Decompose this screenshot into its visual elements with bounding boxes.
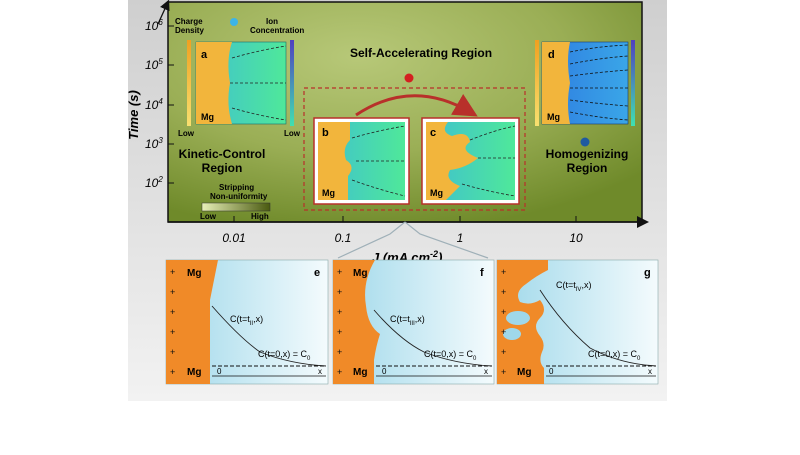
y-axis-title: Time (s) (126, 90, 141, 140)
homogenizing-marker (580, 137, 590, 147)
svg-text:+: + (170, 347, 175, 357)
svg-text:+: + (170, 267, 175, 277)
y-axis-arrow (157, 0, 170, 25)
panel-e: + + + + + + Mg Mg 0 x C(t=tII,x) C(t=0,x) = C… (165, 259, 329, 385)
svg-text:+: + (337, 327, 342, 337)
low-label: Low (178, 129, 195, 138)
mg-label: Mg (547, 112, 560, 122)
charge-density-scale (535, 40, 539, 126)
origin-label: 0 (382, 367, 387, 376)
svg-text:+: + (170, 287, 175, 297)
svg-text:+: + (501, 367, 506, 377)
panel-label: g (644, 267, 651, 279)
panel-d: d Mg (535, 40, 635, 126)
self-accelerating-frame (303, 87, 526, 211)
kinetic-control-label: Region (202, 161, 243, 175)
homogenizing-label: Homogenizing (546, 147, 629, 161)
charge-density-scale (187, 40, 191, 126)
panel-label: e (314, 267, 320, 279)
y-tick-label: 104 (145, 97, 163, 112)
ion-concentration-scale (631, 40, 635, 126)
curve-label: C(t=tIV,x) (556, 280, 591, 293)
y-tick-label: 105 (145, 57, 163, 72)
x-tick-label: 10 (569, 231, 583, 245)
panel-f: + + + + + + Mg Mg 0 x C(t=tIII,x) C(t=0,x) = … (332, 259, 495, 385)
panel-label: d (548, 49, 555, 61)
baseline-label: C(t=0,x) = C0 (588, 349, 641, 362)
mg-label: Mg (322, 188, 335, 198)
mg-label: Mg (187, 268, 201, 279)
stripping-low-label: Low (200, 212, 217, 221)
concentration-curve (373, 309, 493, 367)
ion-concentration-label: Ion (266, 17, 278, 26)
panel-label: b (322, 127, 329, 139)
concentration-curve (539, 289, 657, 367)
x-axis (233, 216, 577, 222)
stripping-scale (201, 202, 271, 212)
stripping-high-label: High (251, 212, 269, 221)
ion-concentration-scale (290, 40, 294, 126)
y-tick-label: 103 (145, 136, 163, 151)
panel-c: c Mg (421, 117, 520, 205)
panel-g: + + + + + + Mg 0 x C(t=tIV,x) C(t=0,x) = C0 g (496, 259, 659, 385)
curve-label: C(t=tII,x) (230, 314, 263, 327)
origin-label: 0 (549, 367, 554, 376)
curve-label: C(t=tIII,x) (390, 314, 425, 327)
panel-a: a Mg (187, 40, 294, 126)
panel-b: b Mg (313, 117, 410, 205)
svg-text:+: + (337, 287, 342, 297)
self-accelerating-label: Self-Accelerating Region (350, 46, 492, 60)
baseline-label: C(t=0,x) = C0 (258, 349, 311, 362)
zoom-line (404, 221, 489, 259)
x-tick-label: 0.1 (335, 231, 352, 245)
svg-text:+: + (337, 367, 342, 377)
mg-label: Mg (201, 112, 214, 122)
mg-label: Mg (353, 367, 367, 378)
charge-density-label: Charge (175, 17, 203, 26)
svg-text:+: + (170, 307, 175, 317)
svg-text:+: + (501, 327, 506, 337)
zoom-line (337, 221, 406, 259)
baseline-label: C(t=0,x) = C0 (424, 349, 477, 362)
x-tick-label: 0.01 (222, 231, 245, 245)
homogenizing-label: Region (567, 161, 608, 175)
y-tick-label: 102 (145, 175, 163, 190)
progression-arrow (355, 94, 478, 117)
mg-label: Mg (353, 268, 367, 279)
svg-text:+: + (337, 307, 342, 317)
stripping-label: Stripping (219, 183, 254, 192)
low-label: Low (284, 129, 301, 138)
x-label: x (648, 367, 652, 376)
mg-label: Mg (430, 188, 443, 198)
svg-text:+: + (337, 347, 342, 357)
svg-text:+: + (337, 267, 342, 277)
origin-label: 0 (217, 367, 222, 376)
panel-label: a (201, 49, 208, 61)
panel-label: c (430, 127, 436, 139)
mg-label: Mg (187, 367, 201, 378)
ion-concentration-label: Concentration (250, 26, 304, 35)
y-tick-label: 106 (145, 18, 163, 33)
svg-text:+: + (501, 287, 506, 297)
kinetic-control-label: Kinetic-Control (179, 147, 266, 161)
x-label: x (484, 367, 488, 376)
self-accelerating-marker (404, 73, 414, 83)
y-axis (168, 25, 174, 184)
stripping-label: Non-uniformity (210, 192, 268, 201)
charge-density-label: Density (175, 26, 204, 35)
x-tick-label: 1 (457, 231, 464, 245)
svg-text:+: + (501, 307, 506, 317)
svg-text:+: + (170, 367, 175, 377)
x-label: x (318, 367, 322, 376)
mg-label: Mg (517, 367, 531, 378)
kinetic-region-marker (230, 18, 238, 26)
svg-text:+: + (501, 347, 506, 357)
panel-label: f (480, 267, 484, 279)
svg-text:+: + (501, 267, 506, 277)
concentration-curve (211, 305, 327, 367)
svg-text:+: + (170, 327, 175, 337)
